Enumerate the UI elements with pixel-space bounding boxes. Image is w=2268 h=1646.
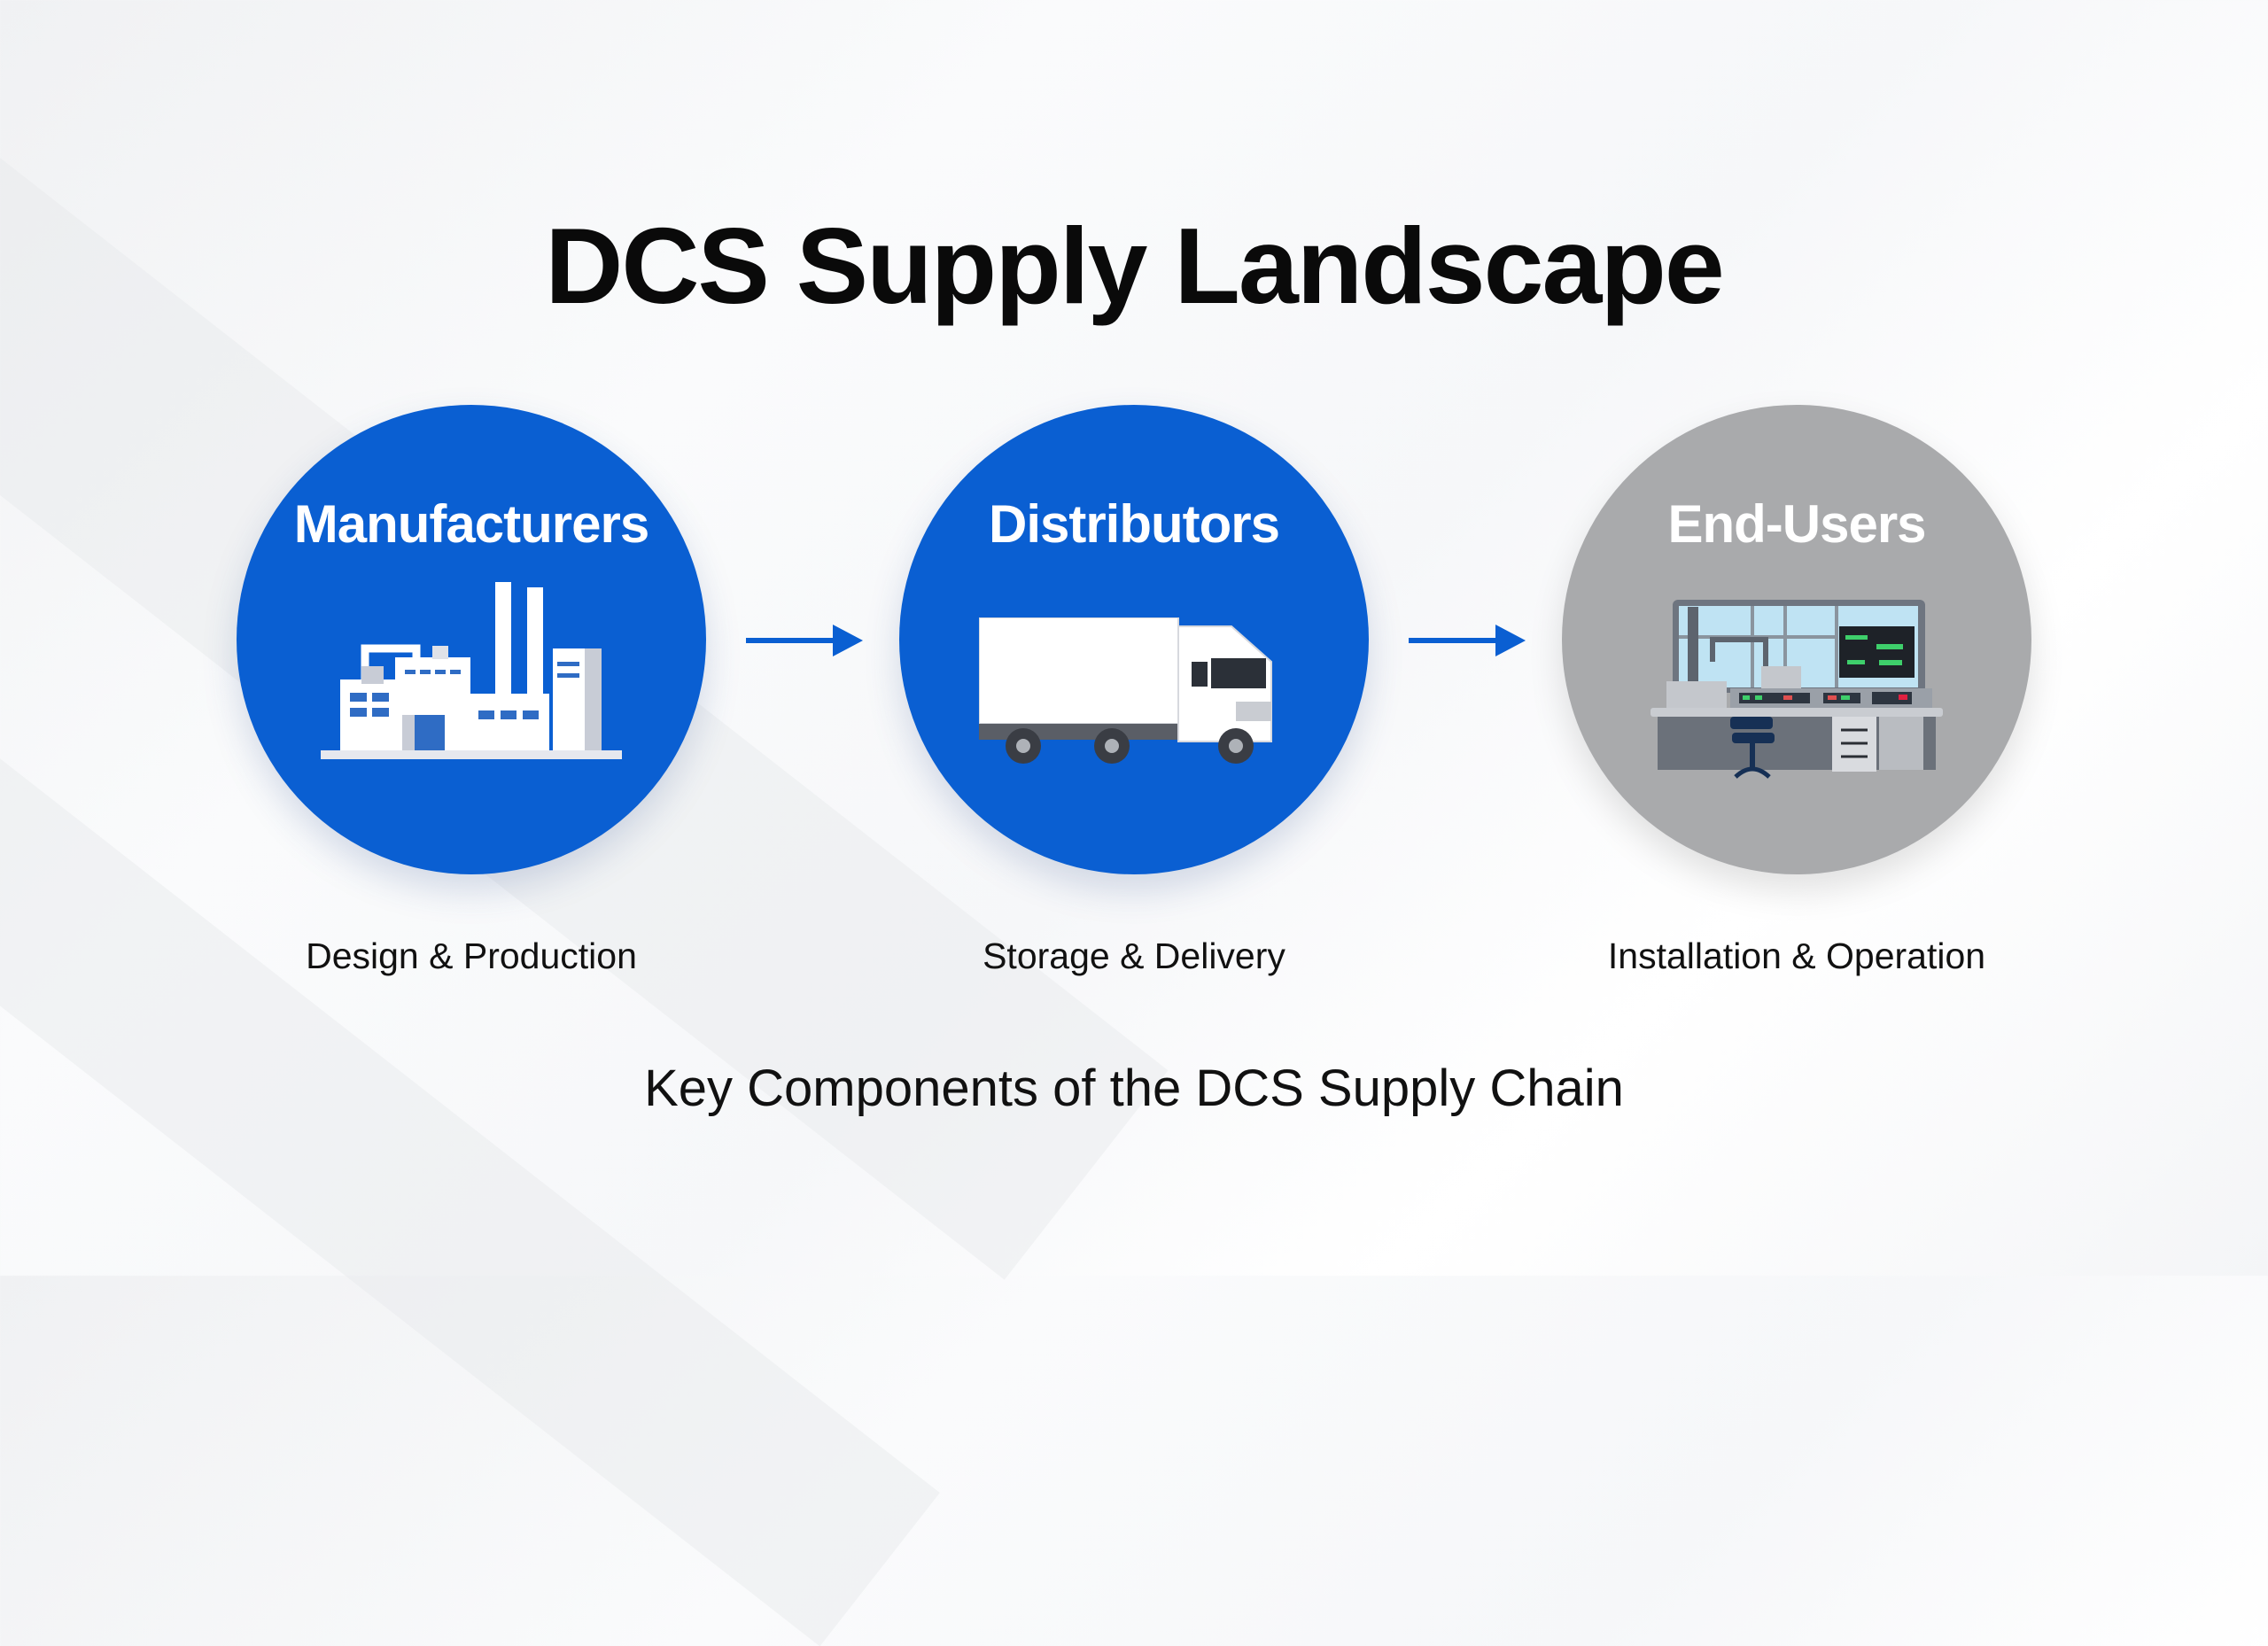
- stage-distributors: Distributors: [899, 405, 1369, 874]
- stage-description: Design & Production: [306, 936, 637, 976]
- truck-icon: [979, 617, 1272, 764]
- arrow-right-icon: [746, 625, 863, 656]
- control-room-icon: [1651, 600, 1943, 779]
- factory-icon: [321, 582, 622, 759]
- stage-label: End-Users: [1667, 494, 1926, 554]
- stage-label: Manufacturers: [293, 494, 649, 554]
- page-title: DCS Supply Landscape: [545, 206, 1724, 326]
- arrow-right-icon: [1409, 625, 1526, 656]
- stage-manufacturers: Manufacturers: [237, 405, 706, 874]
- stage-description: Storage & Delivery: [983, 936, 1285, 976]
- stage-end-users: End-Users: [1562, 405, 2031, 874]
- diagram-caption: Key Components of the DCS Supply Chain: [644, 1060, 1624, 1117]
- stage-description: Installation & Operation: [1607, 936, 1986, 976]
- stage-label: Distributors: [988, 494, 1280, 554]
